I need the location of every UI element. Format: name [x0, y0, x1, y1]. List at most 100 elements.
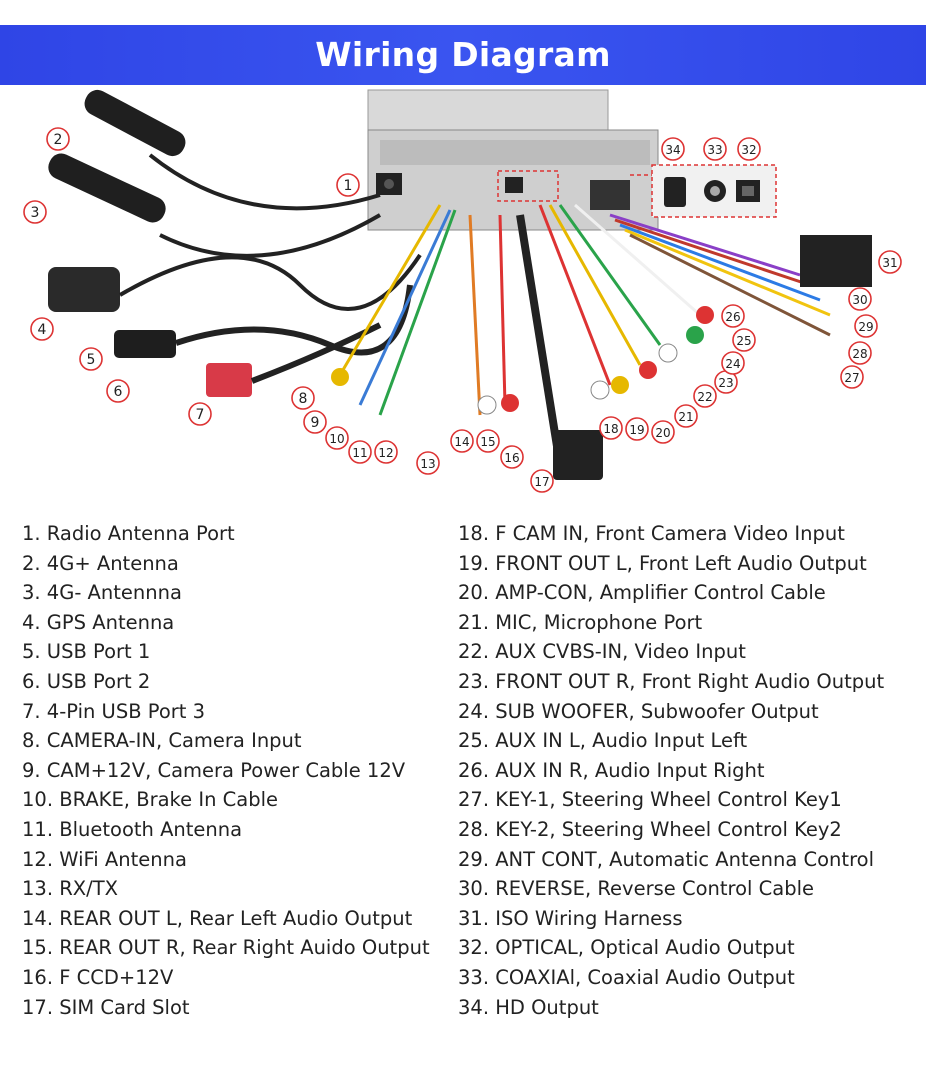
callout-5: 5: [79, 347, 103, 371]
callout-number: 5: [87, 352, 96, 368]
legend-item: 32. OPTICAL, Optical Audio Output: [458, 936, 795, 960]
callout-circle: [693, 384, 717, 408]
callout-23: 23: [714, 370, 738, 394]
callout-3: 3: [23, 200, 47, 224]
callout-number: 26: [725, 310, 740, 324]
callout-26: 26: [721, 304, 745, 328]
callout-circle: [374, 440, 398, 464]
callout-circle: [599, 416, 623, 440]
callout-circle: [878, 250, 902, 274]
legend-item: 7. 4-Pin USB Port 3: [22, 699, 206, 723]
connectors: [331, 235, 872, 480]
callout-circle: [30, 317, 54, 341]
callout-29: 29: [854, 314, 878, 338]
callout-number: 31: [882, 256, 897, 270]
callout-number: 28: [852, 347, 867, 361]
callout-circle: [625, 417, 649, 441]
callout-6: 6: [106, 379, 130, 403]
callout-number: 18: [603, 422, 618, 436]
callout-2: 2: [46, 127, 70, 151]
callout-number: 17: [534, 475, 549, 489]
callout-number: 29: [858, 320, 873, 334]
callout-7: 7: [188, 402, 212, 426]
callout-number: 20: [655, 426, 670, 440]
callout-number: 7: [196, 407, 205, 423]
legend-item: 6. USB Port 2: [22, 669, 151, 693]
callout-34: 34: [661, 137, 685, 161]
callout-17: 17: [530, 469, 554, 493]
callout-number: 25: [736, 334, 751, 348]
callout-21: 21: [674, 404, 698, 428]
callout-circle: [530, 469, 554, 493]
callout-number: 12: [378, 446, 393, 460]
callout-number: 19: [629, 423, 644, 437]
callout-12: 12: [374, 440, 398, 464]
callout-31: 31: [878, 250, 902, 274]
callout-circle: [303, 410, 327, 434]
callout-circle: [674, 404, 698, 428]
callout-number: 30: [852, 293, 867, 307]
callout-number: 34: [665, 143, 680, 157]
legend-item: 19. FRONT OUT L, Front Left Audio Output: [458, 551, 867, 575]
legend-right-column: 18. F CAM IN, Front Camera Video Input 1…: [458, 519, 884, 1022]
callout-circle: [79, 347, 103, 371]
legend-left-column: 1. Radio Antenna Port 2. 4G+ Antenna 3. …: [22, 519, 430, 1022]
legend-item: 10. BRAKE, Brake In Cable: [22, 788, 278, 812]
callout-circle: [848, 287, 872, 311]
callout-number: 33: [707, 143, 722, 157]
callout-circle: [721, 304, 745, 328]
callout-14: 14: [450, 429, 474, 453]
legend-item: 20. AMP-CON, Amplifier Control Cable: [458, 581, 826, 605]
callout-circle: [703, 137, 727, 161]
legend-item: 27. KEY-1, Steering Wheel Control Key1: [458, 788, 842, 812]
legend-item: 4. GPS Antenna: [22, 610, 175, 634]
callout-number: 8: [299, 391, 308, 407]
callout-25: 25: [732, 328, 756, 352]
antennas: [48, 89, 422, 312]
callout-1: 1: [336, 173, 360, 197]
callout-19: 19: [625, 417, 649, 441]
legend-item: 30. REVERSE, Reverse Control Cable: [458, 877, 815, 901]
legend-item: 8. CAMERA-IN, Camera Input: [22, 729, 302, 753]
legend-item: 21. MIC, Microphone Port: [458, 610, 703, 634]
callout-circle: [450, 429, 474, 453]
legend-item: 29. ANT CONT, Automatic Antenna Control: [458, 847, 875, 871]
callout-circle: [854, 314, 878, 338]
callout-circle: [476, 429, 500, 453]
callout-circle: [732, 328, 756, 352]
callout-number: 15: [480, 435, 495, 449]
callout-20: 20: [651, 420, 675, 444]
legend-item: 11. Bluetooth Antenna: [22, 817, 243, 841]
callout-number: 14: [454, 435, 469, 449]
legend-item: 26. AUX IN R, Audio Input Right: [458, 758, 765, 782]
callout-32: 32: [737, 137, 761, 161]
legend-item: 16. F CCD+12V: [22, 965, 174, 989]
callout-circle: [840, 365, 864, 389]
callout-16: 16: [500, 445, 524, 469]
callout-number: 13: [420, 457, 435, 471]
callout-27: 27: [840, 365, 864, 389]
callout-number: 23: [718, 376, 733, 390]
callout-number: 3: [31, 205, 40, 221]
callout-circle: [325, 426, 349, 450]
legend-item: 24. SUB WOOFER, Subwoofer Output: [458, 699, 819, 723]
legend-item: 28. KEY-2, Steering Wheel Control Key2: [458, 817, 842, 841]
legend-item: 9. CAM+12V, Camera Power Cable 12V: [22, 758, 406, 782]
legend-item: 18. F CAM IN, Front Camera Video Input: [458, 522, 845, 545]
callout-circle: [348, 440, 372, 464]
callout-number: 24: [725, 357, 740, 371]
legend-item: 13. RX/TX: [22, 877, 118, 901]
callout-30: 30: [848, 287, 872, 311]
callout-13: 13: [416, 451, 440, 475]
callout-number: 2: [54, 132, 63, 148]
callout-number: 9: [311, 415, 320, 431]
legend-item: 34. HD Output: [458, 995, 599, 1019]
callout-number: 11: [352, 446, 367, 460]
callout-number: 10: [329, 432, 344, 446]
callout-number: 21: [678, 410, 693, 424]
legend-item: 22. AUX CVBS-IN, Video Input: [458, 640, 746, 664]
callout-24: 24: [721, 351, 745, 375]
callout-33: 33: [703, 137, 727, 161]
callout-circle: [46, 127, 70, 151]
